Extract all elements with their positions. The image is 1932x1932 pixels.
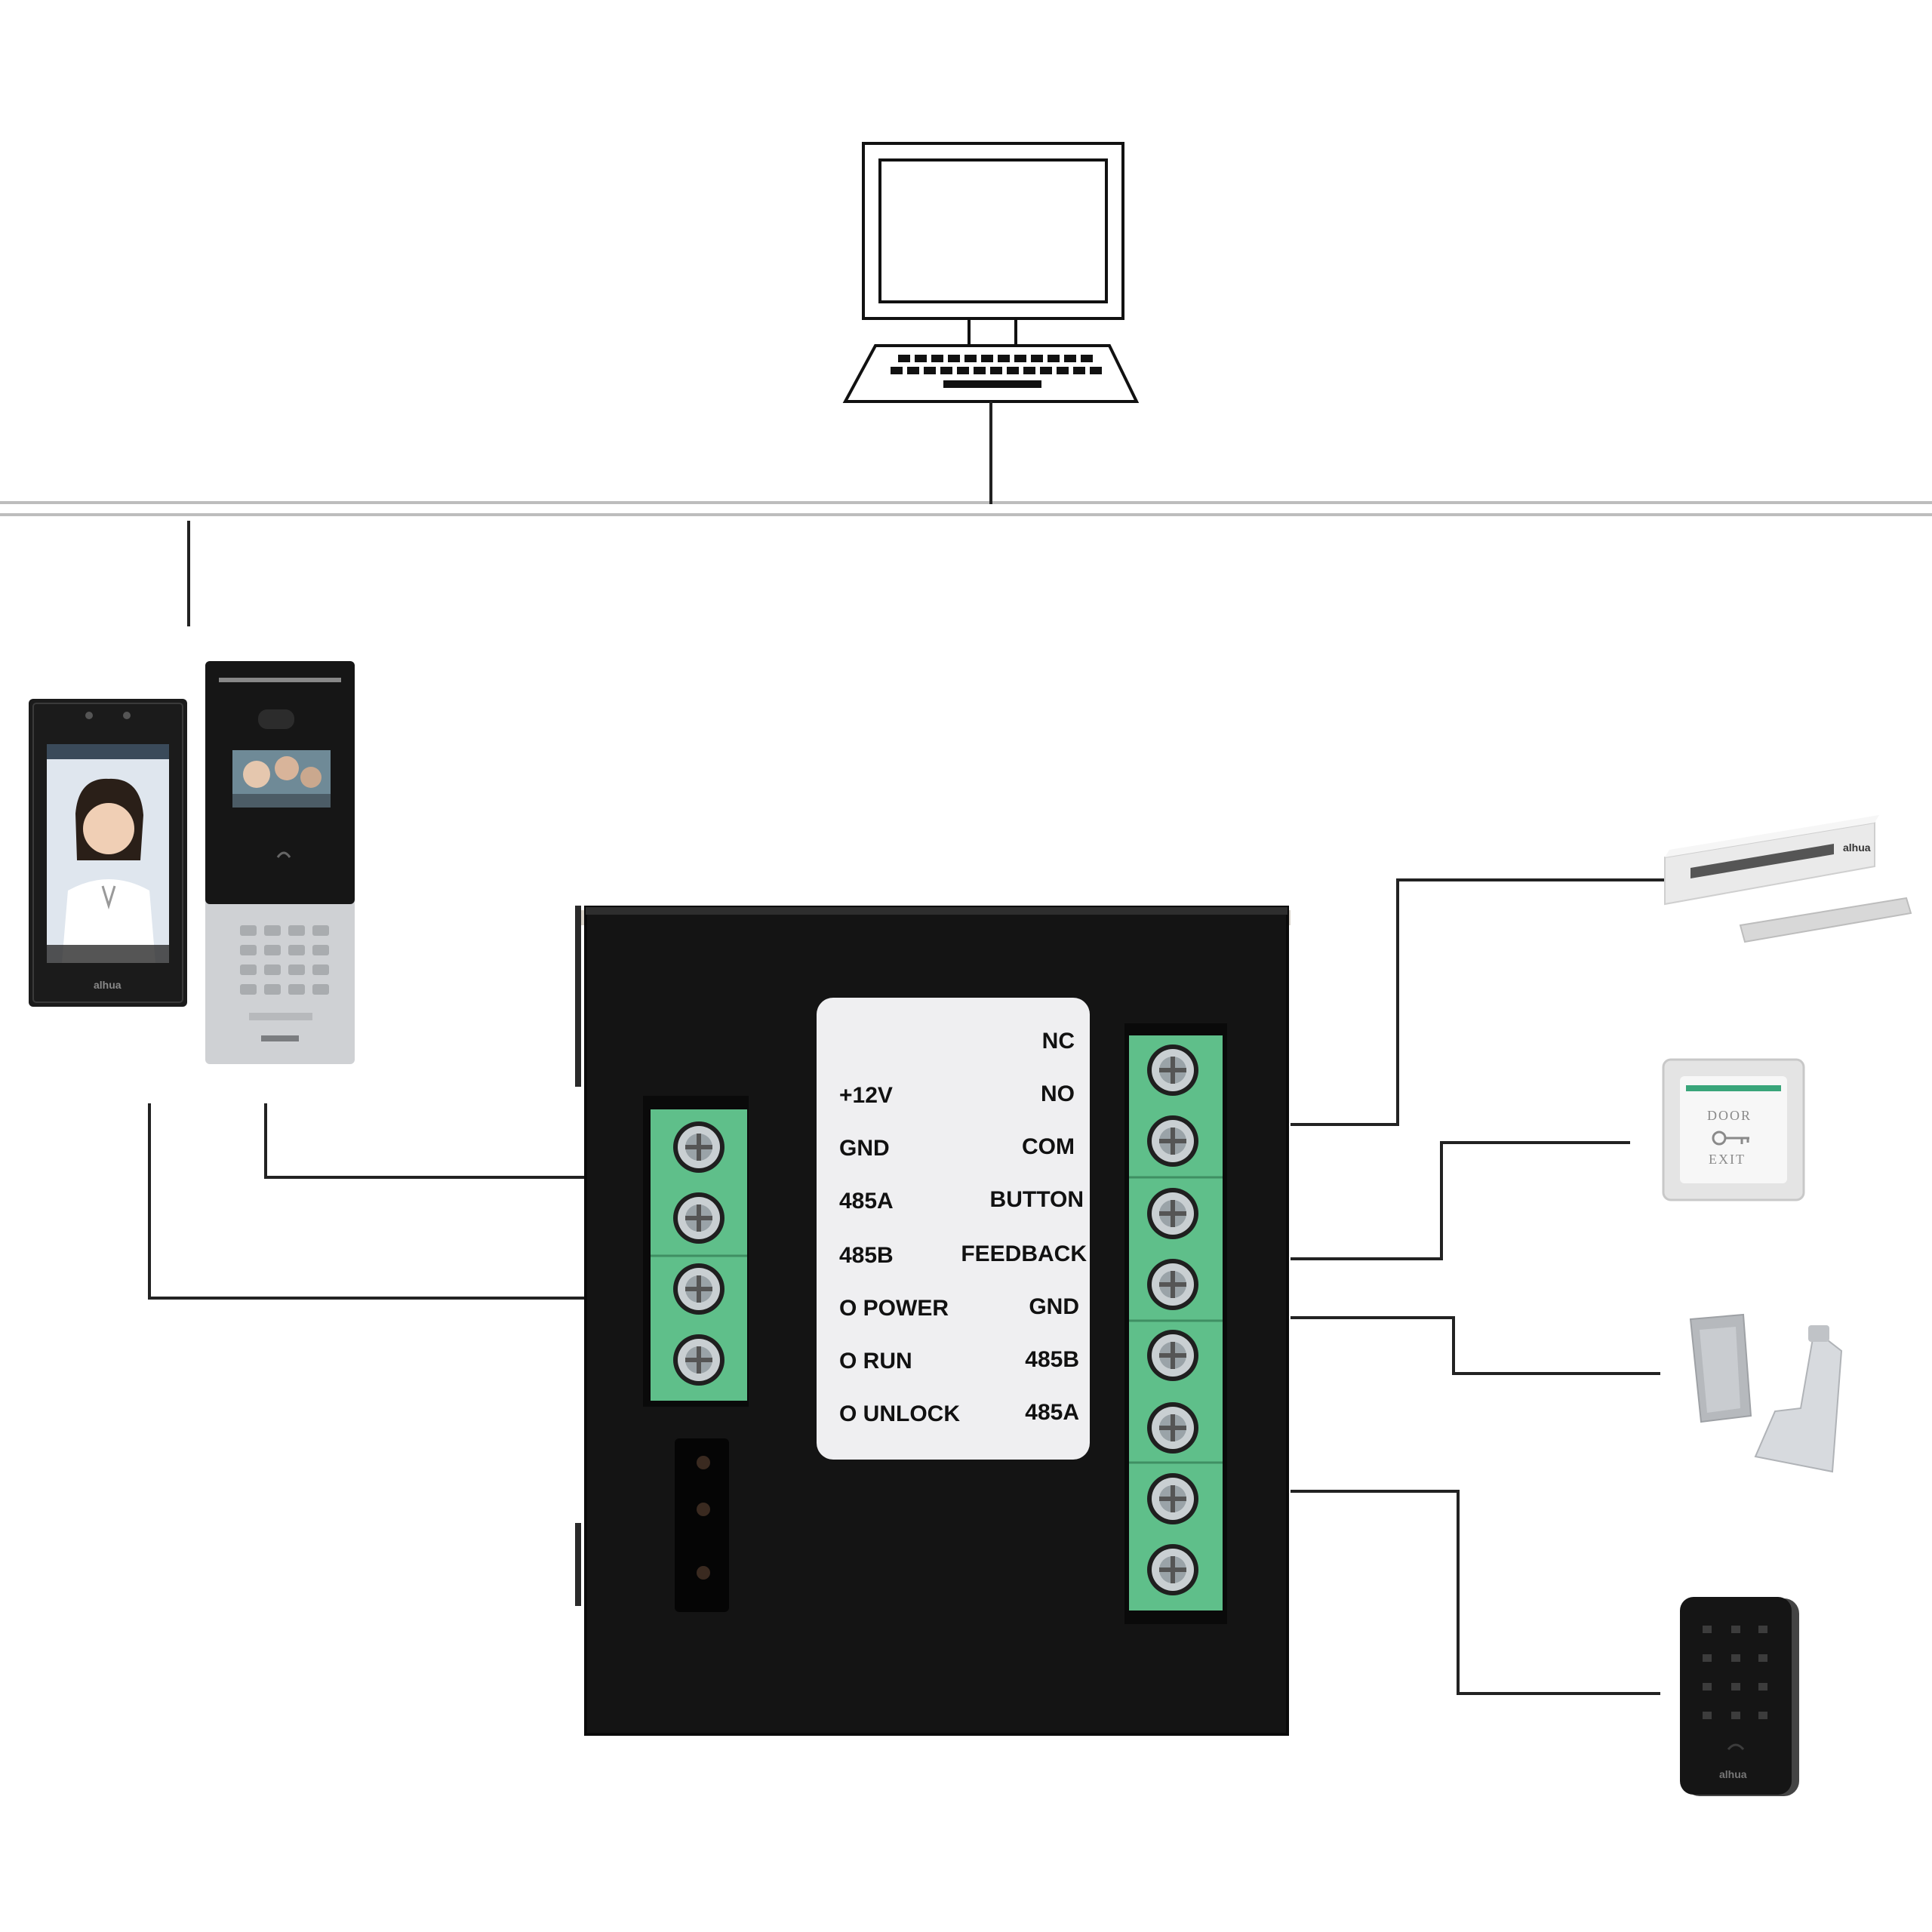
screw-icon (673, 1192, 724, 1244)
label-left-2: GND (839, 1136, 890, 1161)
label-card-right: NC NO COM BUTTON FEEDBACK GND 485B 485A (961, 1029, 1087, 1425)
station-brand: alhua (94, 979, 122, 991)
screw-icon (1147, 1115, 1198, 1167)
screw-icon (673, 1334, 724, 1386)
exit-button-top: DOOR (1707, 1108, 1752, 1123)
wire-station-short (148, 1103, 585, 1300)
label-right-2: COM (1022, 1134, 1075, 1159)
wire-door-sensor (1291, 1316, 1660, 1375)
label-left-6: O RUN (839, 1349, 912, 1374)
exit-button: DOOR EXIT (1662, 1058, 1805, 1201)
label-right-0: NC (1042, 1029, 1075, 1054)
label-left-7: O UNLOCK (839, 1401, 960, 1426)
screw-icon (673, 1121, 724, 1173)
label-right-3: BUTTON (990, 1187, 1084, 1212)
screw-icon (673, 1263, 724, 1315)
label-left-3: 485A (839, 1189, 894, 1214)
keypad-door-station (205, 661, 355, 1064)
led-window (675, 1438, 729, 1612)
wire-station-tall (264, 1103, 585, 1179)
led-unlock (697, 1566, 710, 1580)
wires (148, 401, 1664, 1695)
network-bus (0, 501, 1932, 516)
face-recognition-station: alhua (29, 699, 187, 1007)
lock-brand: alhua (1843, 841, 1871, 854)
screw-icon (1147, 1473, 1198, 1524)
screw-icon (1147, 1188, 1198, 1239)
label-left-1: +12V (839, 1083, 893, 1108)
computer-icon (842, 142, 1140, 403)
label-right-1: NO (1041, 1081, 1075, 1106)
screw-icon (1147, 1402, 1198, 1454)
led-run (697, 1503, 710, 1516)
screw-icon (1147, 1044, 1198, 1096)
door-sensor (1689, 1313, 1843, 1473)
label-left-5: O POWER (839, 1296, 949, 1321)
terminal-label-card (817, 998, 1090, 1460)
wire-maglock (1291, 878, 1664, 1126)
label-right-4: FEEDBACK (961, 1241, 1087, 1266)
screw-icon (1147, 1330, 1198, 1381)
label-right-7: 485A (1025, 1400, 1079, 1425)
wire-card-reader (1291, 1490, 1660, 1695)
wire-exit-button (1291, 1141, 1630, 1260)
label-left-4: 485B (839, 1243, 894, 1268)
key-icon (1712, 1131, 1749, 1146)
card-reader: alhua (1680, 1597, 1799, 1796)
controller-module: +12V GND 485A 485B O POWER O RUN O UNLOC… (575, 906, 1291, 1736)
label-card-left: +12V GND 485A 485B O POWER O RUN O UNLOC… (839, 1083, 960, 1426)
reader-brand: alhua (1719, 1768, 1747, 1780)
label-right-5: GND (1029, 1294, 1079, 1319)
led-power (697, 1456, 710, 1469)
magnetic-lock: alhua (1664, 815, 1912, 943)
screw-icon (1147, 1544, 1198, 1595)
label-right-6: 485B (1025, 1347, 1079, 1372)
screw-icon (1147, 1259, 1198, 1310)
exit-button-bottom: EXIT (1709, 1152, 1746, 1167)
